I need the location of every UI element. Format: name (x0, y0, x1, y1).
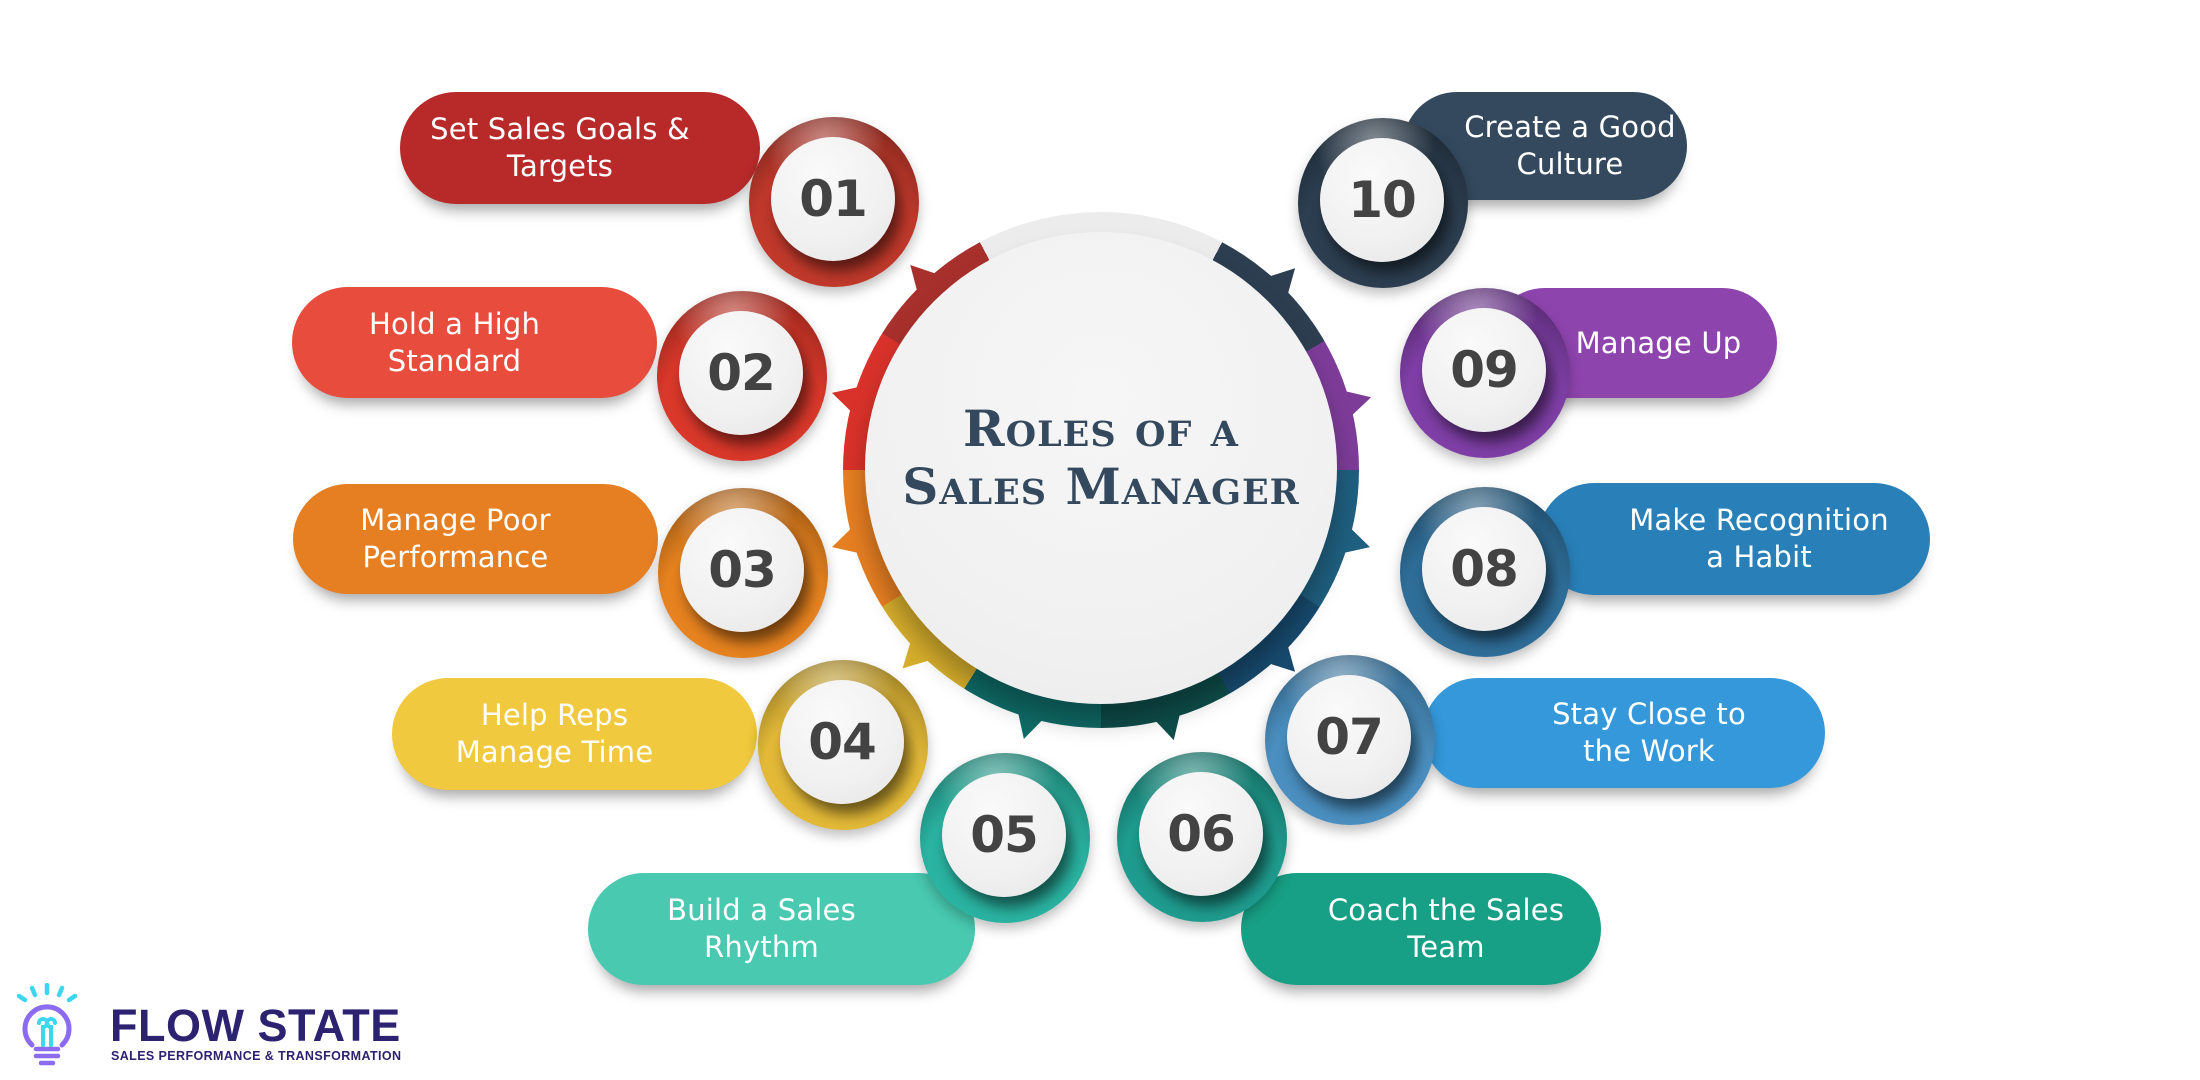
role-pill-10: Create a Good Culture (1403, 92, 1687, 200)
role-number: 01 (799, 170, 868, 228)
role-label: Coach the Sales Team (1327, 893, 1565, 964)
page-title: Roles of a Sales Manager (865, 400, 1337, 516)
title-line-1: Roles of a (963, 399, 1239, 458)
ring-notch-09 (1342, 383, 1376, 418)
role-number-badge-06: 06 (1117, 752, 1287, 922)
role-pill-07: Stay Close to the Work (1423, 678, 1825, 788)
role-number: 05 (970, 806, 1039, 864)
role-number-badge-10: 10 (1298, 118, 1468, 288)
role-pill-02: Hold a High Standard (292, 287, 657, 398)
role-pill-06: Coach the Sales Team (1241, 873, 1601, 985)
role-label: Manage Up (1575, 325, 1742, 360)
role-number-badge-09: 09 (1400, 288, 1570, 458)
number-disc: 07 (1287, 675, 1411, 799)
role-number: 02 (707, 344, 776, 402)
flow-state-logo (12, 982, 82, 1073)
logo-name: FLOW STATE (110, 1000, 401, 1051)
lightbulb-icon (16, 982, 78, 1066)
number-disc: 06 (1139, 772, 1263, 896)
title-line-2: Sales Manager (902, 457, 1300, 516)
role-number-badge-08: 08 (1400, 487, 1570, 657)
role-number: 04 (808, 713, 877, 771)
number-disc: 02 (679, 311, 803, 435)
role-label: Build a Sales Rhythm (667, 893, 856, 964)
ring-notch-06 (1153, 711, 1187, 745)
role-number: 08 (1450, 540, 1519, 598)
role-label: Make Recognition a Habit (1629, 503, 1889, 574)
role-number: 07 (1315, 708, 1384, 766)
number-disc: 05 (942, 773, 1066, 897)
role-number-badge-01: 01 (749, 117, 919, 287)
role-number: 06 (1167, 805, 1236, 863)
number-disc: 08 (1422, 507, 1546, 631)
number-disc: 04 (780, 680, 904, 804)
role-label: Manage Poor Performance (360, 503, 551, 574)
role-label: Hold a High Standard (368, 306, 541, 378)
logo-tagline: SALES PERFORMANCE & TRANSFORMATION (111, 1049, 402, 1063)
role-number: 10 (1348, 171, 1417, 229)
role-number-badge-02: 02 (657, 291, 827, 461)
number-disc: 01 (771, 137, 895, 261)
role-number: 09 (1450, 341, 1519, 399)
role-pill-08: Make Recognition a Habit (1538, 483, 1930, 595)
role-pill-01: Set Sales Goals & Targets (400, 92, 760, 204)
number-disc: 10 (1320, 138, 1444, 262)
role-number-badge-04: 04 (758, 660, 928, 830)
role-pill-05: Build a Sales Rhythm (588, 873, 975, 985)
role-label: Create a Good Culture (1464, 110, 1676, 181)
number-disc: 09 (1422, 308, 1546, 432)
hub-disc (865, 232, 1337, 704)
role-pill-03: Manage Poor Performance (293, 484, 658, 594)
role-label: Help Reps Manage Time (455, 698, 654, 769)
ring-notch-08 (1341, 526, 1375, 561)
role-number: 03 (708, 541, 777, 599)
role-number-badge-03: 03 (658, 488, 828, 658)
role-number-badge-07: 07 (1265, 655, 1435, 825)
role-pill-04: Help Reps Manage Time (392, 678, 757, 790)
role-label: Set Sales Goals & Targets (430, 112, 690, 183)
number-disc: 03 (680, 508, 804, 632)
role-number-badge-05: 05 (920, 753, 1090, 923)
role-label: Stay Close to the Work (1552, 697, 1746, 768)
